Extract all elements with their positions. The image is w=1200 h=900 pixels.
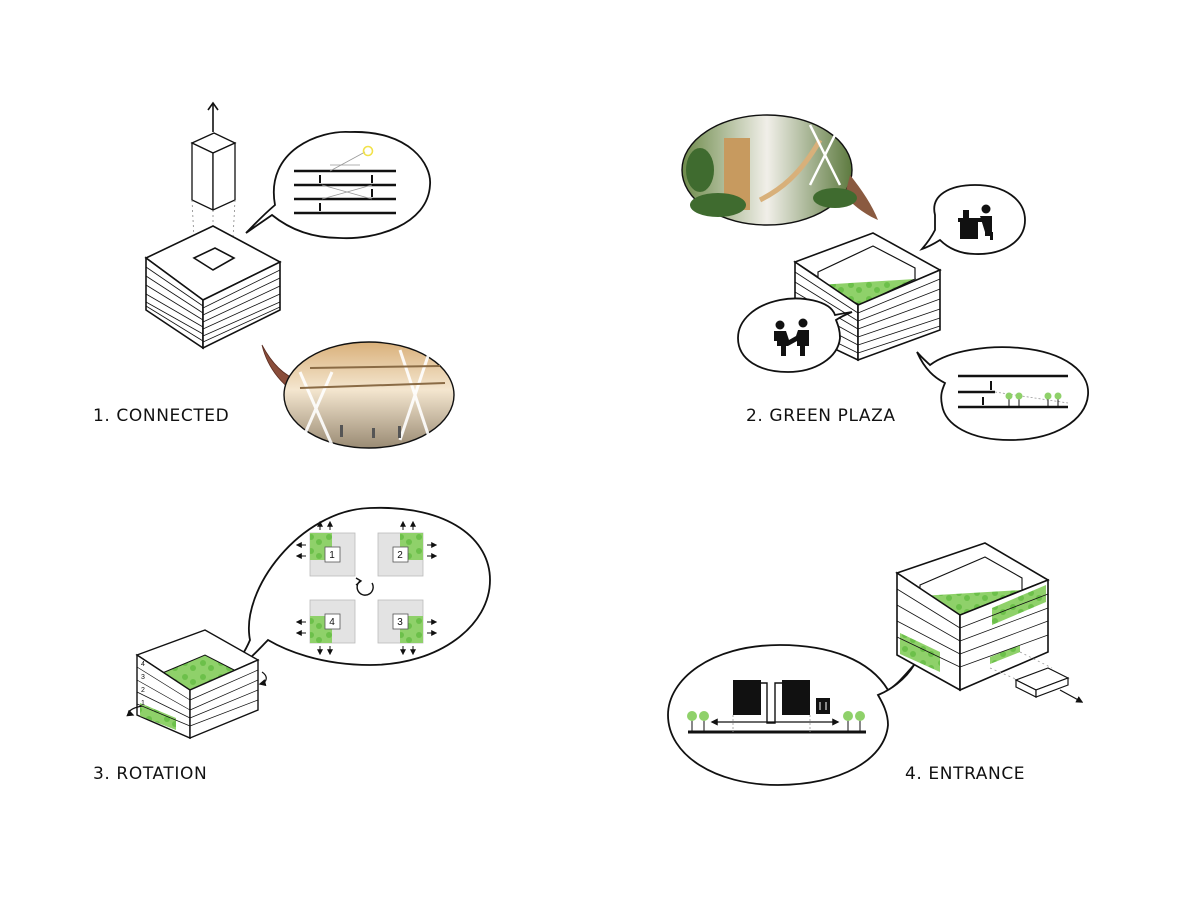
panel-label-rotation: 3. ROTATION xyxy=(93,764,208,784)
sun-icon xyxy=(362,145,374,157)
tree-icon xyxy=(687,711,865,732)
lifted-core xyxy=(190,132,237,212)
rotation-building xyxy=(126,629,267,740)
panel-green-plaza xyxy=(681,114,1089,441)
panel-rotation: 1 2 3 4 xyxy=(126,507,491,740)
quadrant-1 xyxy=(309,532,356,577)
floor-label-3: 3 xyxy=(141,674,145,681)
quadrant-2 xyxy=(377,532,424,577)
green-section-diagram xyxy=(958,374,1069,409)
elevator-icon xyxy=(816,698,830,714)
quadrant-label-4: 4 xyxy=(329,617,335,628)
floor-label-4: 4 xyxy=(141,661,145,668)
green-section-bubble xyxy=(916,346,1089,441)
quadrant-label-2: 2 xyxy=(397,550,403,561)
quadrant-label-3: 3 xyxy=(397,617,403,628)
panel-entrance xyxy=(667,542,1084,786)
rotate-icon xyxy=(355,577,374,596)
floor-label-1: 1 xyxy=(141,700,145,707)
office-worker-icon xyxy=(958,204,993,240)
entrance-volume xyxy=(1014,667,1070,698)
tree-icon xyxy=(1005,392,1062,407)
panel-label-connected: 1. CONNECTED xyxy=(93,406,230,426)
section-diagram xyxy=(294,151,396,215)
rotation-quadrants xyxy=(309,532,424,644)
meeting-bubble xyxy=(737,297,853,373)
panel-connected xyxy=(144,101,455,449)
green-plaza-building xyxy=(793,232,942,362)
quadrant-label-1: 1 xyxy=(329,550,335,561)
entrance-building xyxy=(895,542,1050,692)
entrance-arrow xyxy=(1059,689,1084,703)
panel-label-entrance: 4. ENTRANCE xyxy=(905,764,1026,784)
arrow-up-icon xyxy=(207,101,219,132)
quadrant-3 xyxy=(377,599,424,644)
quadrant-4 xyxy=(309,599,356,644)
handshake-icon xyxy=(774,318,809,356)
entrance-section-diagram xyxy=(687,680,866,734)
panel-label-green-plaza: 2. GREEN PLAZA xyxy=(746,406,896,426)
direction-arrows xyxy=(295,520,438,656)
main-building-block xyxy=(144,225,282,350)
floor-label-2: 2 xyxy=(141,687,145,694)
